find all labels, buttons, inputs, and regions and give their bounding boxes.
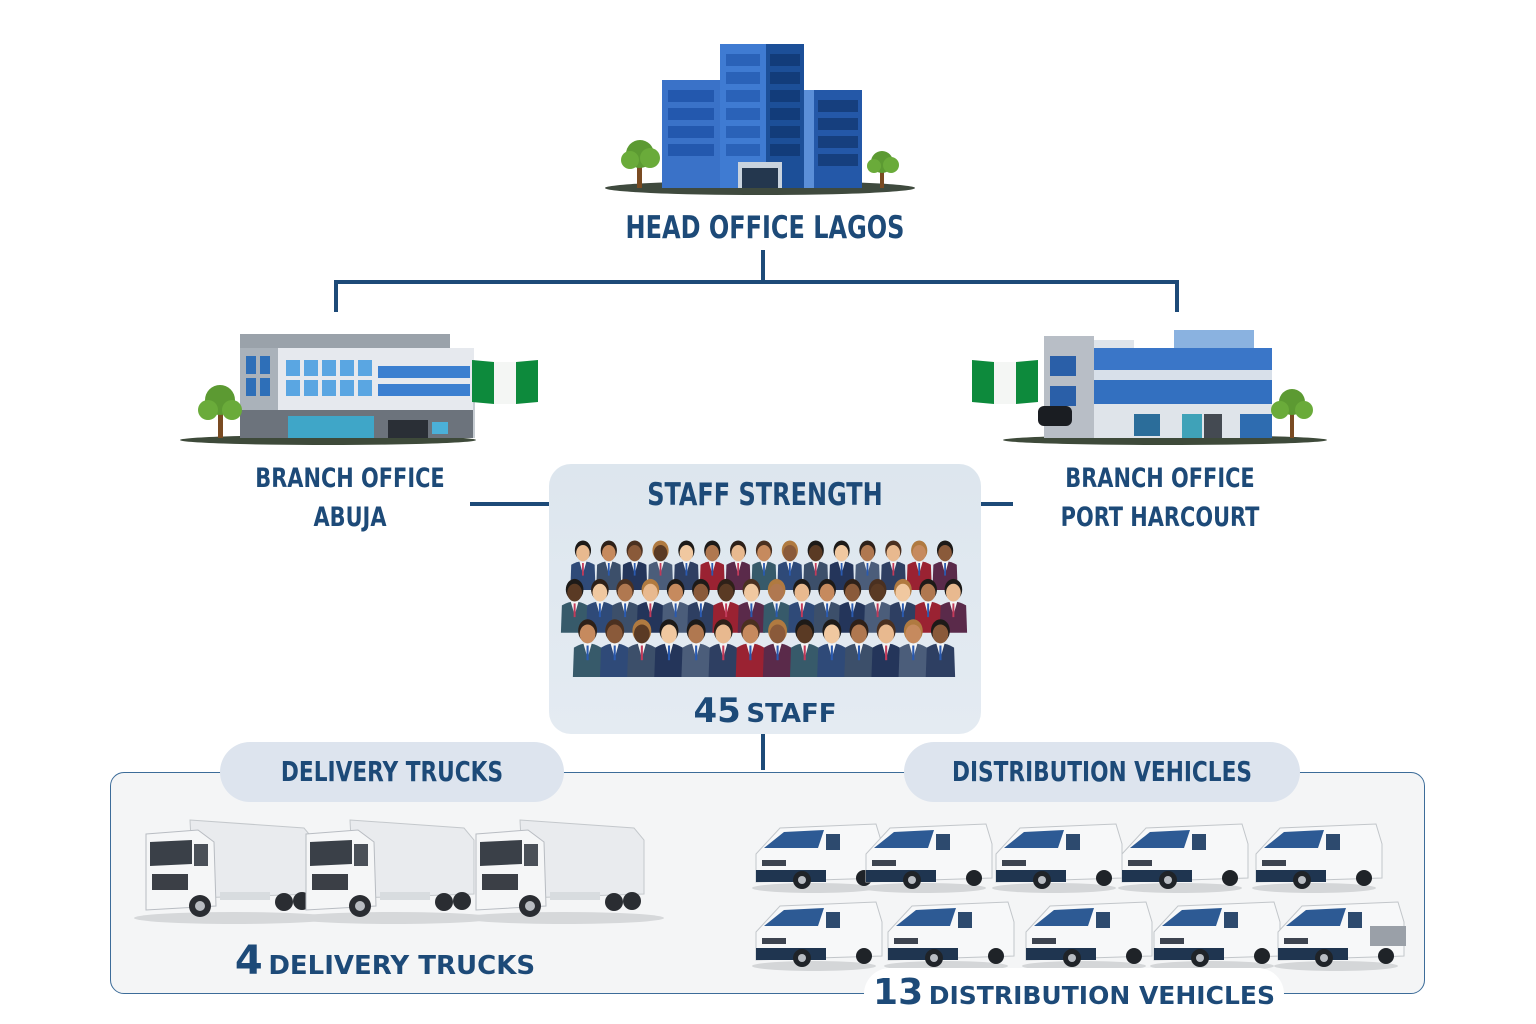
distribution-vehicles-title: DISTRIBUTION VEHICLES [951, 755, 1253, 788]
nigeria-flag-icon [972, 360, 1038, 404]
van-icon [1150, 901, 1281, 971]
delivery-trucks-unit: DELIVERY TRUCKS [268, 951, 536, 981]
office-tower-icon [605, 44, 915, 195]
van-icon [1252, 823, 1383, 893]
branch-abuja-label-line1: BRANCH OFFICE [255, 463, 445, 494]
staff-person-icon [871, 619, 901, 677]
connector-right-down [1175, 280, 1179, 312]
distribution-vehicles-unit: DISTRIBUTION VEHICLES [928, 981, 1275, 1010]
staff-strength-title: STAFF STRENGTH [647, 477, 883, 513]
nigeria-flag-icon [472, 360, 538, 404]
staff-person-icon [600, 619, 630, 677]
distribution-vehicles-count-row: 13 DISTRIBUTION VEHICLES [864, 970, 1284, 1022]
van-icon [752, 823, 883, 893]
staff-person-icon [654, 619, 684, 677]
van-icon [1118, 823, 1249, 893]
staff-person-icon [708, 619, 738, 677]
delivery-trucks-count: 4 [234, 938, 263, 984]
truck-icon [294, 819, 494, 924]
van-icon [752, 901, 883, 971]
staff-person-icon [596, 540, 622, 590]
distribution-vehicles-count: 13 [873, 972, 924, 1013]
van-icon [1022, 901, 1153, 971]
connector-abuja-staff [470, 502, 550, 506]
branch-portharcourt-label-line1: BRANCH OFFICE [1065, 463, 1255, 494]
staff-person-icon [898, 619, 928, 677]
staff-person-icon [817, 619, 847, 677]
truck-icon [464, 819, 664, 924]
delivery-trucks-header [220, 742, 564, 802]
connector-horizontal-top [334, 280, 1179, 284]
head-office-label: HEAD OFFICE LAGOS [625, 210, 905, 246]
connector-staff-fleet [761, 734, 765, 770]
connector-head-down [761, 250, 765, 284]
van-icon [862, 823, 993, 893]
van-icon [1274, 901, 1406, 971]
staff-person-icon [762, 619, 793, 677]
staff-person-icon [803, 540, 829, 590]
staff-person-icon [844, 619, 874, 677]
staff-person-icon [735, 619, 766, 677]
truck-icon [134, 819, 334, 924]
staff-person-icon [681, 619, 711, 677]
delivery-trucks-count-row: 4 DELIVERY TRUCKS [200, 936, 570, 994]
staff-person-icon [627, 619, 657, 677]
staff-group-icon [560, 540, 968, 677]
distribution-vehicles-header [904, 742, 1300, 802]
branch-building-icon [1003, 330, 1327, 445]
branch-portharcourt-label-line2: PORT HARCOURT [1060, 502, 1260, 533]
branch-building-icon [180, 334, 476, 445]
branch-abuja-label-line2: ABUJA [313, 502, 387, 533]
staff-person-icon [572, 619, 603, 677]
distribution-count-pill [864, 968, 1284, 1020]
staff-count: 45 [693, 691, 741, 731]
van-icon [992, 823, 1123, 893]
connector-staff-portharcourt [981, 502, 1013, 506]
delivery-trucks-title: DELIVERY TRUCKS [280, 755, 504, 788]
truck-group-icon [134, 819, 664, 924]
staff-person-icon [925, 619, 956, 677]
van-group-icon [752, 823, 1406, 971]
staff-count-row: 45 STAFF [560, 690, 970, 738]
connector-left-down [334, 280, 338, 312]
van-icon [884, 901, 1015, 971]
staff-unit: STAFF [746, 699, 837, 729]
staff-person-icon [790, 619, 820, 677]
